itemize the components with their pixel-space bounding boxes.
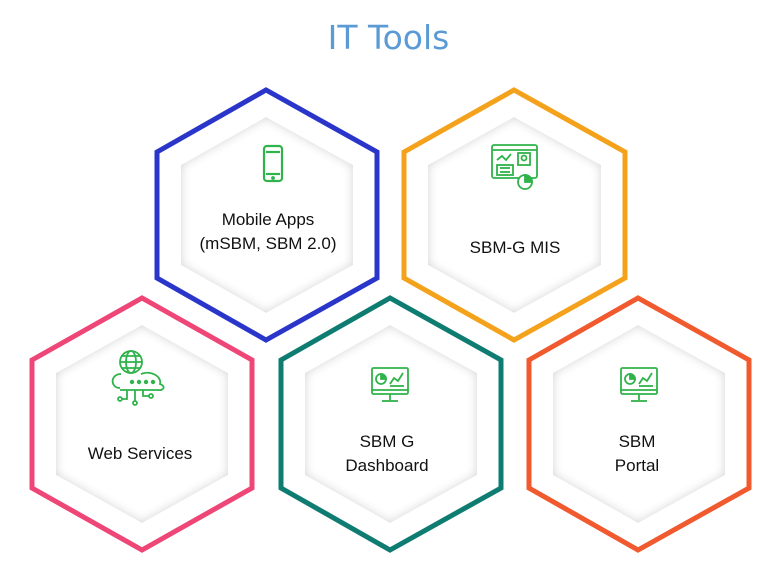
hexagon-inner xyxy=(181,117,353,313)
smartphone-icon xyxy=(262,144,284,183)
tool-hexagon-sbm-g-dashboard: SBM G Dashboard xyxy=(278,295,504,553)
monitor-chart-icon xyxy=(620,367,658,402)
tool-label-line-2: Portal xyxy=(615,456,659,475)
cloud-globe-network-icon xyxy=(111,350,165,406)
tool-label-line-1: SBM xyxy=(619,432,656,451)
tool-label-line-1: Mobile Apps xyxy=(222,210,315,229)
tool-label-line-2: Dashboard xyxy=(345,456,428,475)
tool-hexagon-sbm-portal: SBM Portal xyxy=(526,295,752,553)
tool-label-line-1: SBM-G MIS xyxy=(470,238,561,257)
report-dashboard-icon xyxy=(491,144,538,190)
monitor-chart-icon xyxy=(371,367,409,402)
hexagon-inner xyxy=(305,325,477,523)
hexagon-inner xyxy=(428,117,601,313)
hexagon-inner xyxy=(56,325,228,523)
tool-hexagon-web-services: Web Services xyxy=(29,295,255,553)
hexagon-inner xyxy=(553,325,725,523)
tool-label-line-2: (mSBM, SBM 2.0) xyxy=(200,234,337,253)
tool-hexagon-sbm-g-mis: SBM-G MIS xyxy=(401,87,628,343)
tool-hexagon-mobile-apps: Mobile Apps (mSBM, SBM 2.0) xyxy=(154,87,380,343)
tool-label-line-1: Web Services xyxy=(88,444,193,463)
tool-label-line-1: SBM G xyxy=(360,432,415,451)
page-title: IT Tools xyxy=(327,18,450,57)
